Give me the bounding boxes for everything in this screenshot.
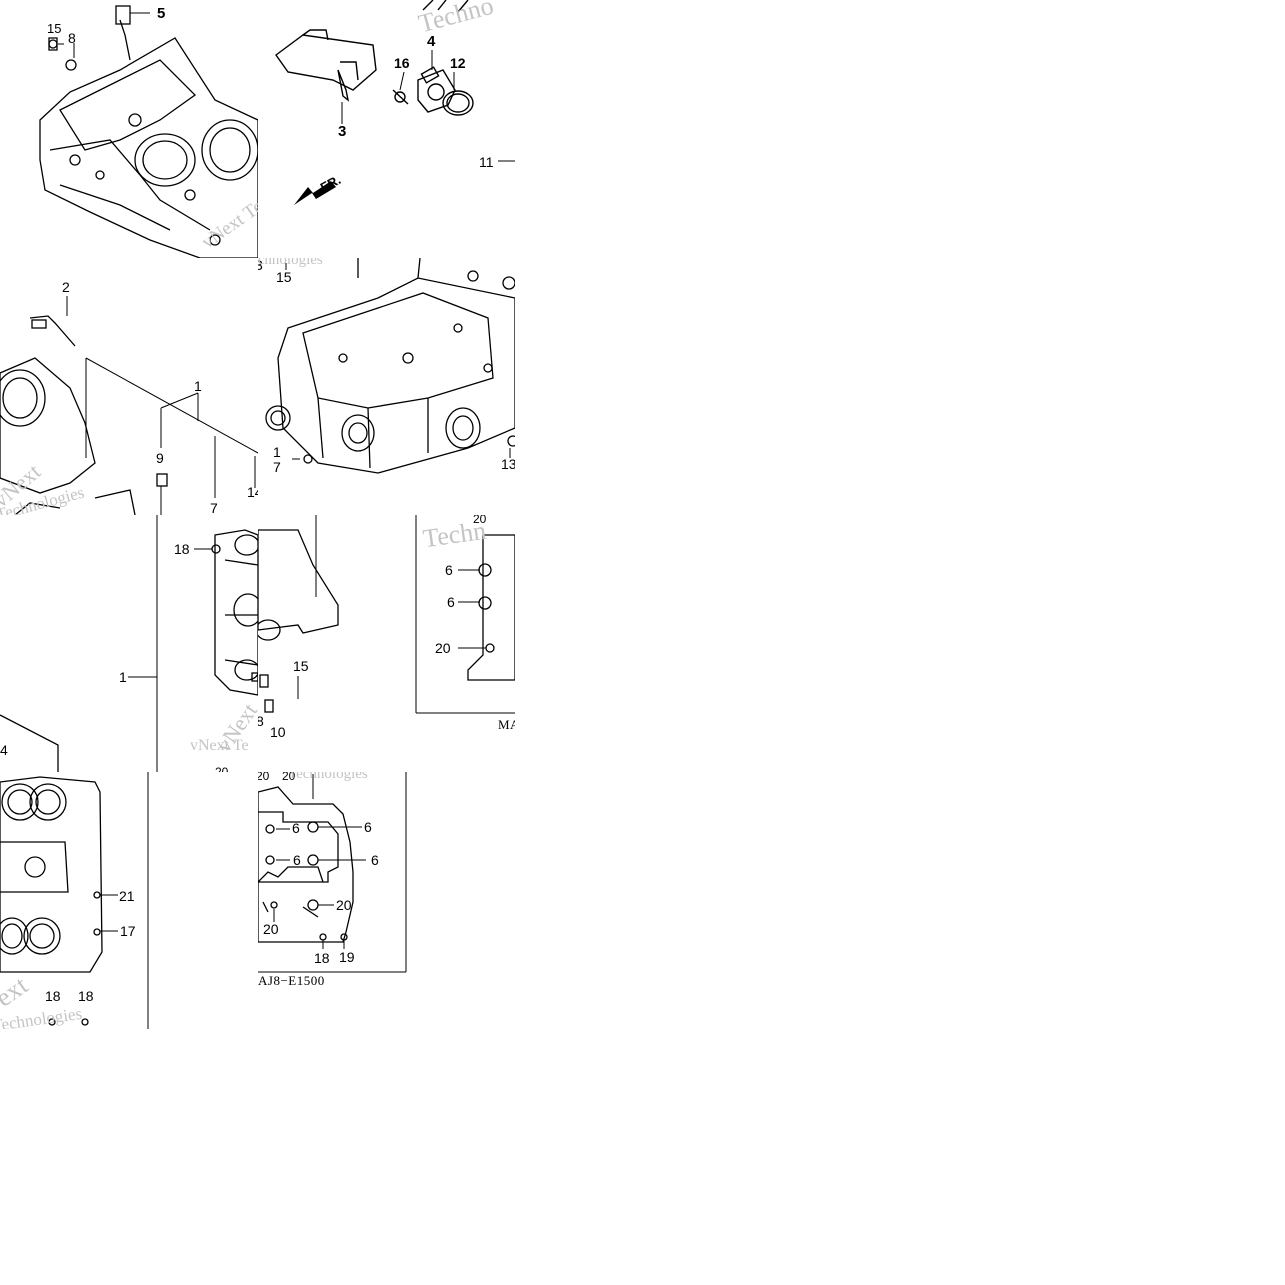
callout-18: 18 xyxy=(174,541,190,557)
callout-8: 8 xyxy=(68,30,76,46)
callout-8: 8 xyxy=(258,713,264,729)
callout-12: 12 xyxy=(450,55,466,71)
callout-18: 18 xyxy=(314,950,330,966)
callout-5: 5 xyxy=(157,5,166,22)
callout-1: 1 xyxy=(194,378,202,394)
crankcase-side-drawing xyxy=(0,515,258,772)
callout-15: 15 xyxy=(47,21,62,36)
tile-upper-crankcase-top: 15 8 5 vNext Te xyxy=(0,0,258,258)
lower-crankcase-drawing xyxy=(265,258,515,474)
callout-14: 14 xyxy=(247,484,258,500)
tile-crankcase-side: 18 1 4 vNext Te 20 vNext xyxy=(0,515,258,772)
callout-20: 20 xyxy=(258,772,270,783)
callout-19: 19 xyxy=(339,949,355,965)
callout-6: 6 xyxy=(447,594,455,610)
callout-18: 18 xyxy=(78,988,94,1004)
callout-13: 13 xyxy=(501,456,515,472)
diagram-code: AJ8−E1500 xyxy=(258,973,325,988)
callout-6: 6 xyxy=(292,820,300,836)
callout-7: 7 xyxy=(273,459,281,475)
tile-crankcase-assembly: 2 1 9 7 14 vNext Technologies xyxy=(0,258,258,515)
callout-10: 10 xyxy=(270,724,286,740)
tile-oil-pan-flange: 15 8 10 20 6 6 20 MA Techn xyxy=(258,515,515,772)
tile-cylinder-block: 21 17 18 18 ext Technologies xyxy=(0,772,150,1029)
callout-9: 9 xyxy=(156,450,164,466)
callout-6: 6 xyxy=(364,819,372,835)
callout-6: 6 xyxy=(293,852,301,868)
callout-20: 20 xyxy=(336,897,352,913)
diagram-code-partial: MA xyxy=(498,717,515,732)
callout-2: 2 xyxy=(62,279,70,295)
callout-6: 6 xyxy=(371,852,379,868)
callout-18: 18 xyxy=(45,988,61,1004)
tile-oil-strainer: 4 16 12 3 11 FR. Techno xyxy=(258,0,515,258)
callout-3: 3 xyxy=(338,123,347,140)
callout-21: 21 xyxy=(119,888,135,904)
callout-20: 20 xyxy=(282,772,296,783)
callout-3: 3 xyxy=(258,258,263,273)
tile-oil-pan-bolts: 20 20 6 6 6 6 20 20 18 19 Technologies xyxy=(258,772,408,980)
callout-20: 20 xyxy=(435,640,451,656)
oil-strainer-drawing xyxy=(275,0,515,205)
callout-11: 11 xyxy=(479,154,494,170)
callout-7: 7 xyxy=(210,500,218,515)
callout-15: 15 xyxy=(293,658,309,674)
upper-crankcase-drawing xyxy=(39,5,258,258)
callout-20: 20 xyxy=(215,765,229,772)
callout-4: 4 xyxy=(0,742,8,758)
tile-lower-crankcase: 15 1 7 13 3 Technologies xyxy=(258,258,515,515)
callout-20: 20 xyxy=(263,921,279,937)
callout-1: 1 xyxy=(119,669,127,685)
callout-6: 6 xyxy=(445,562,453,578)
callout-1: 1 xyxy=(273,444,281,460)
callout-20: 20 xyxy=(473,515,487,526)
oil-pan-bolts-drawing xyxy=(258,772,407,973)
crankcase-assembly-drawing xyxy=(0,296,258,515)
callout-4: 4 xyxy=(427,33,436,50)
cylinder-block-drawing xyxy=(0,772,149,1029)
callout-16: 16 xyxy=(394,55,410,71)
callout-17: 17 xyxy=(120,923,136,939)
oil-pan-flange-drawing xyxy=(258,515,515,714)
callout-15: 15 xyxy=(276,269,292,285)
